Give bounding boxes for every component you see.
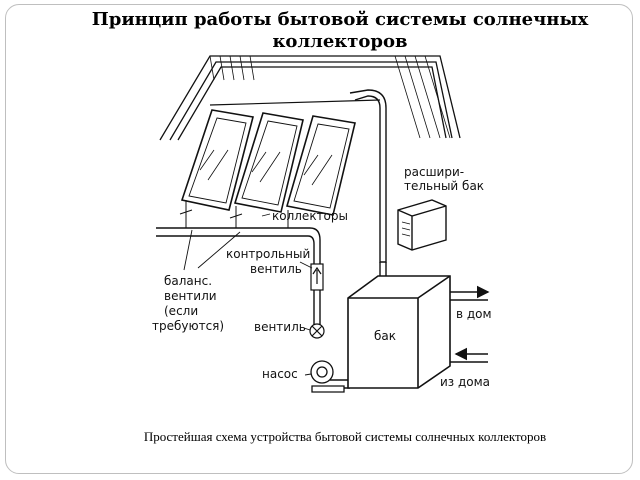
- shutoff-valve: [309, 323, 325, 339]
- expansion-tank-label-1: расшири-: [404, 165, 464, 179]
- roof: [159, 55, 461, 141]
- slide-title: Принцип работы бытовой системы солнечных…: [91, 9, 589, 51]
- pump-label: насос: [262, 367, 298, 381]
- slide-caption: Простейшая схема устройства бытовой сист…: [143, 429, 547, 444]
- valve-label: вентиль: [254, 320, 306, 334]
- collectors-label: коллекторы: [272, 209, 348, 223]
- tank-label: бак: [374, 329, 396, 343]
- expansion-tank: [397, 199, 447, 251]
- pump: [310, 360, 345, 393]
- slide-frame: [5, 4, 633, 474]
- collector-panel: [180, 109, 254, 211]
- balance-valves-label-4: требуются): [152, 319, 224, 333]
- pipework: [156, 89, 387, 389]
- to-house-label: в дом: [456, 307, 492, 321]
- solar-collectors: [180, 99, 381, 216]
- check-valve-label-1: контрольный: [226, 247, 310, 261]
- house-flow-arrows: [450, 285, 490, 363]
- check-valve: [310, 263, 324, 291]
- balance-valves-label-1: баланс.: [164, 274, 212, 288]
- balance-valves-label-3: (если: [164, 304, 198, 318]
- collector-panel: [285, 115, 356, 216]
- from-house-label: из дома: [440, 375, 490, 389]
- check-valve-label-2: вентиль: [250, 262, 302, 276]
- storage-tank: [347, 275, 451, 389]
- balance-valves-label-2: вентили: [164, 289, 217, 303]
- expansion-tank-label-2: тельный бак: [404, 179, 484, 193]
- collector-panel: [233, 112, 304, 213]
- leader-lines: [183, 213, 313, 376]
